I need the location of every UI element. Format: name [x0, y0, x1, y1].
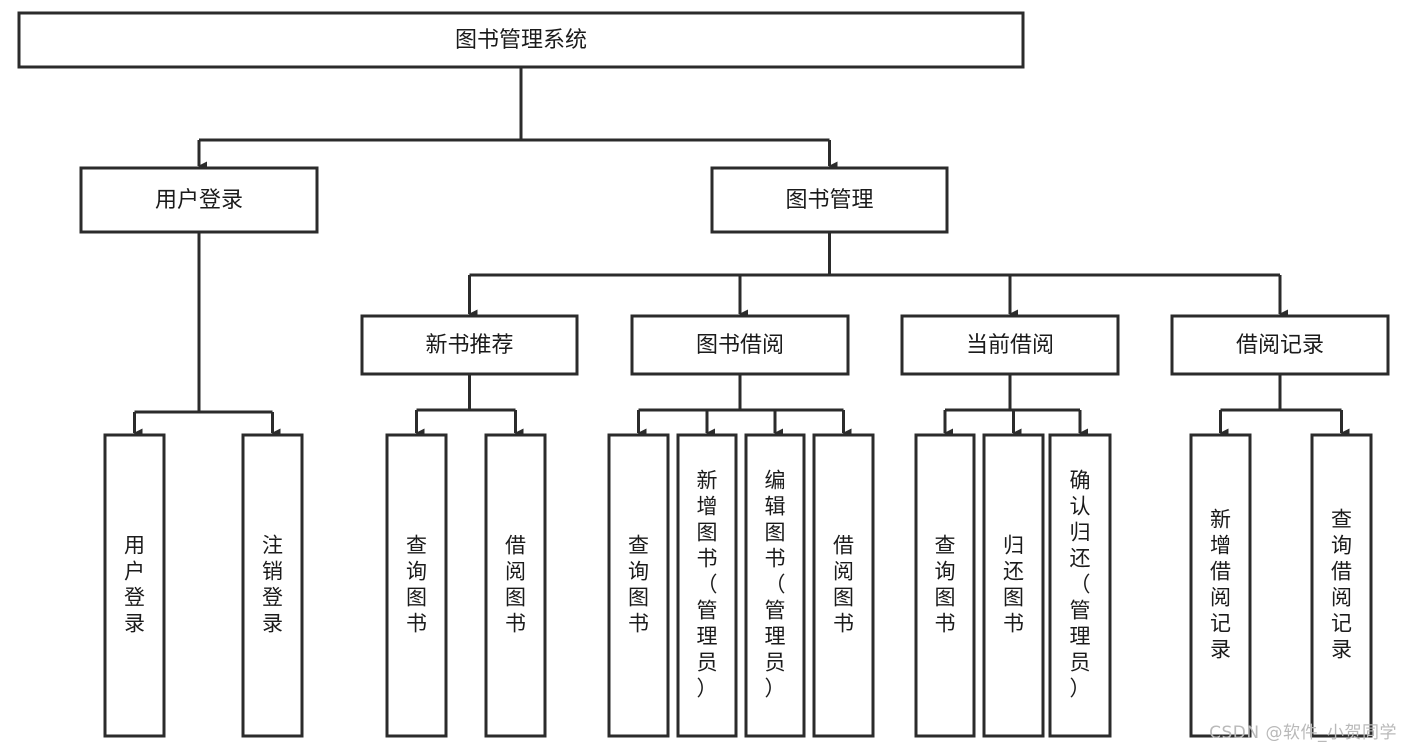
- node-box: [1310, 433, 1373, 738]
- node-leaf-cur-confirm[interactable]: 确认归还（管理员）: [1048, 433, 1112, 738]
- node-box: [744, 433, 806, 738]
- node-label: 注销登录: [262, 534, 283, 636]
- node-leaf-bor-query[interactable]: 查询图书: [607, 433, 670, 738]
- node-box: [385, 433, 448, 738]
- node-leaf-bor-borrow[interactable]: 借阅图书: [812, 433, 875, 738]
- node-l3-current[interactable]: 当前借阅: [900, 314, 1120, 376]
- node-leaf-user-logout[interactable]: 注销登录: [241, 433, 304, 738]
- node-label: 归还图书: [1003, 534, 1024, 636]
- node-label: 查询借阅记录: [1331, 508, 1352, 662]
- node-box: [484, 433, 547, 738]
- node-box: [914, 433, 976, 738]
- node-label: 查询图书: [406, 534, 427, 636]
- node-l2-book[interactable]: 图书管理: [710, 166, 949, 234]
- node-label: 借阅图书: [833, 534, 854, 636]
- node-label: 确认归还（管理员）: [1070, 469, 1091, 701]
- node-label: 新增图书（管理员）: [697, 469, 718, 701]
- node-box: [607, 433, 670, 738]
- node-l3-record[interactable]: 借阅记录: [1170, 314, 1390, 376]
- node-label: 图书管理系统: [455, 28, 587, 53]
- node-label: 新书推荐: [425, 333, 513, 358]
- node-label: 当前借阅: [966, 333, 1054, 358]
- node-label: 图书借阅: [696, 333, 784, 358]
- node-label: 查询图书: [935, 534, 956, 636]
- node-leaf-user-login[interactable]: 用户登录: [103, 433, 166, 738]
- node-leaf-bor-edit[interactable]: 编辑图书（管理员）: [744, 433, 806, 738]
- node-box: [79, 166, 319, 234]
- node-label: 编辑图书（管理员）: [765, 469, 786, 701]
- node-leaf-cur-return[interactable]: 归还图书: [982, 433, 1045, 738]
- node-box: [900, 314, 1120, 376]
- node-label: 查询图书: [628, 534, 649, 636]
- nodes-layer: 图书管理系统用户登录图书管理新书推荐图书借阅当前借阅借阅记录用户登录注销登录查询…: [17, 11, 1390, 738]
- node-box: [630, 314, 850, 376]
- node-box: [360, 314, 579, 376]
- node-leaf-rec-add[interactable]: 新增借阅记录: [1189, 433, 1252, 738]
- node-label: 图书管理: [785, 188, 873, 213]
- node-leaf-cur-query[interactable]: 查询图书: [914, 433, 976, 738]
- node-box: [676, 433, 738, 738]
- node-l3-newbook[interactable]: 新书推荐: [360, 314, 579, 376]
- node-l2-user[interactable]: 用户登录: [79, 166, 319, 234]
- node-root[interactable]: 图书管理系统: [17, 11, 1025, 69]
- node-label: 新增借阅记录: [1210, 508, 1231, 662]
- node-box: [1189, 433, 1252, 738]
- node-leaf-new-borrow[interactable]: 借阅图书: [484, 433, 547, 738]
- node-box: [17, 11, 1025, 69]
- node-box: [1170, 314, 1390, 376]
- node-box: [241, 433, 304, 738]
- node-label: 用户登录: [155, 188, 243, 213]
- node-box: [982, 433, 1045, 738]
- node-label: 借阅图书: [505, 534, 526, 636]
- node-box: [710, 166, 949, 234]
- node-label: 借阅记录: [1236, 333, 1324, 358]
- node-label: 用户登录: [124, 534, 145, 636]
- node-box: [1048, 433, 1112, 738]
- node-box: [812, 433, 875, 738]
- node-leaf-new-query[interactable]: 查询图书: [385, 433, 448, 738]
- node-box: [103, 433, 166, 738]
- edges-layer: [133, 67, 1350, 438]
- node-leaf-rec-query[interactable]: 查询借阅记录: [1310, 433, 1373, 738]
- node-l3-borrow[interactable]: 图书借阅: [630, 314, 850, 376]
- node-leaf-bor-add[interactable]: 新增图书（管理员）: [676, 433, 738, 738]
